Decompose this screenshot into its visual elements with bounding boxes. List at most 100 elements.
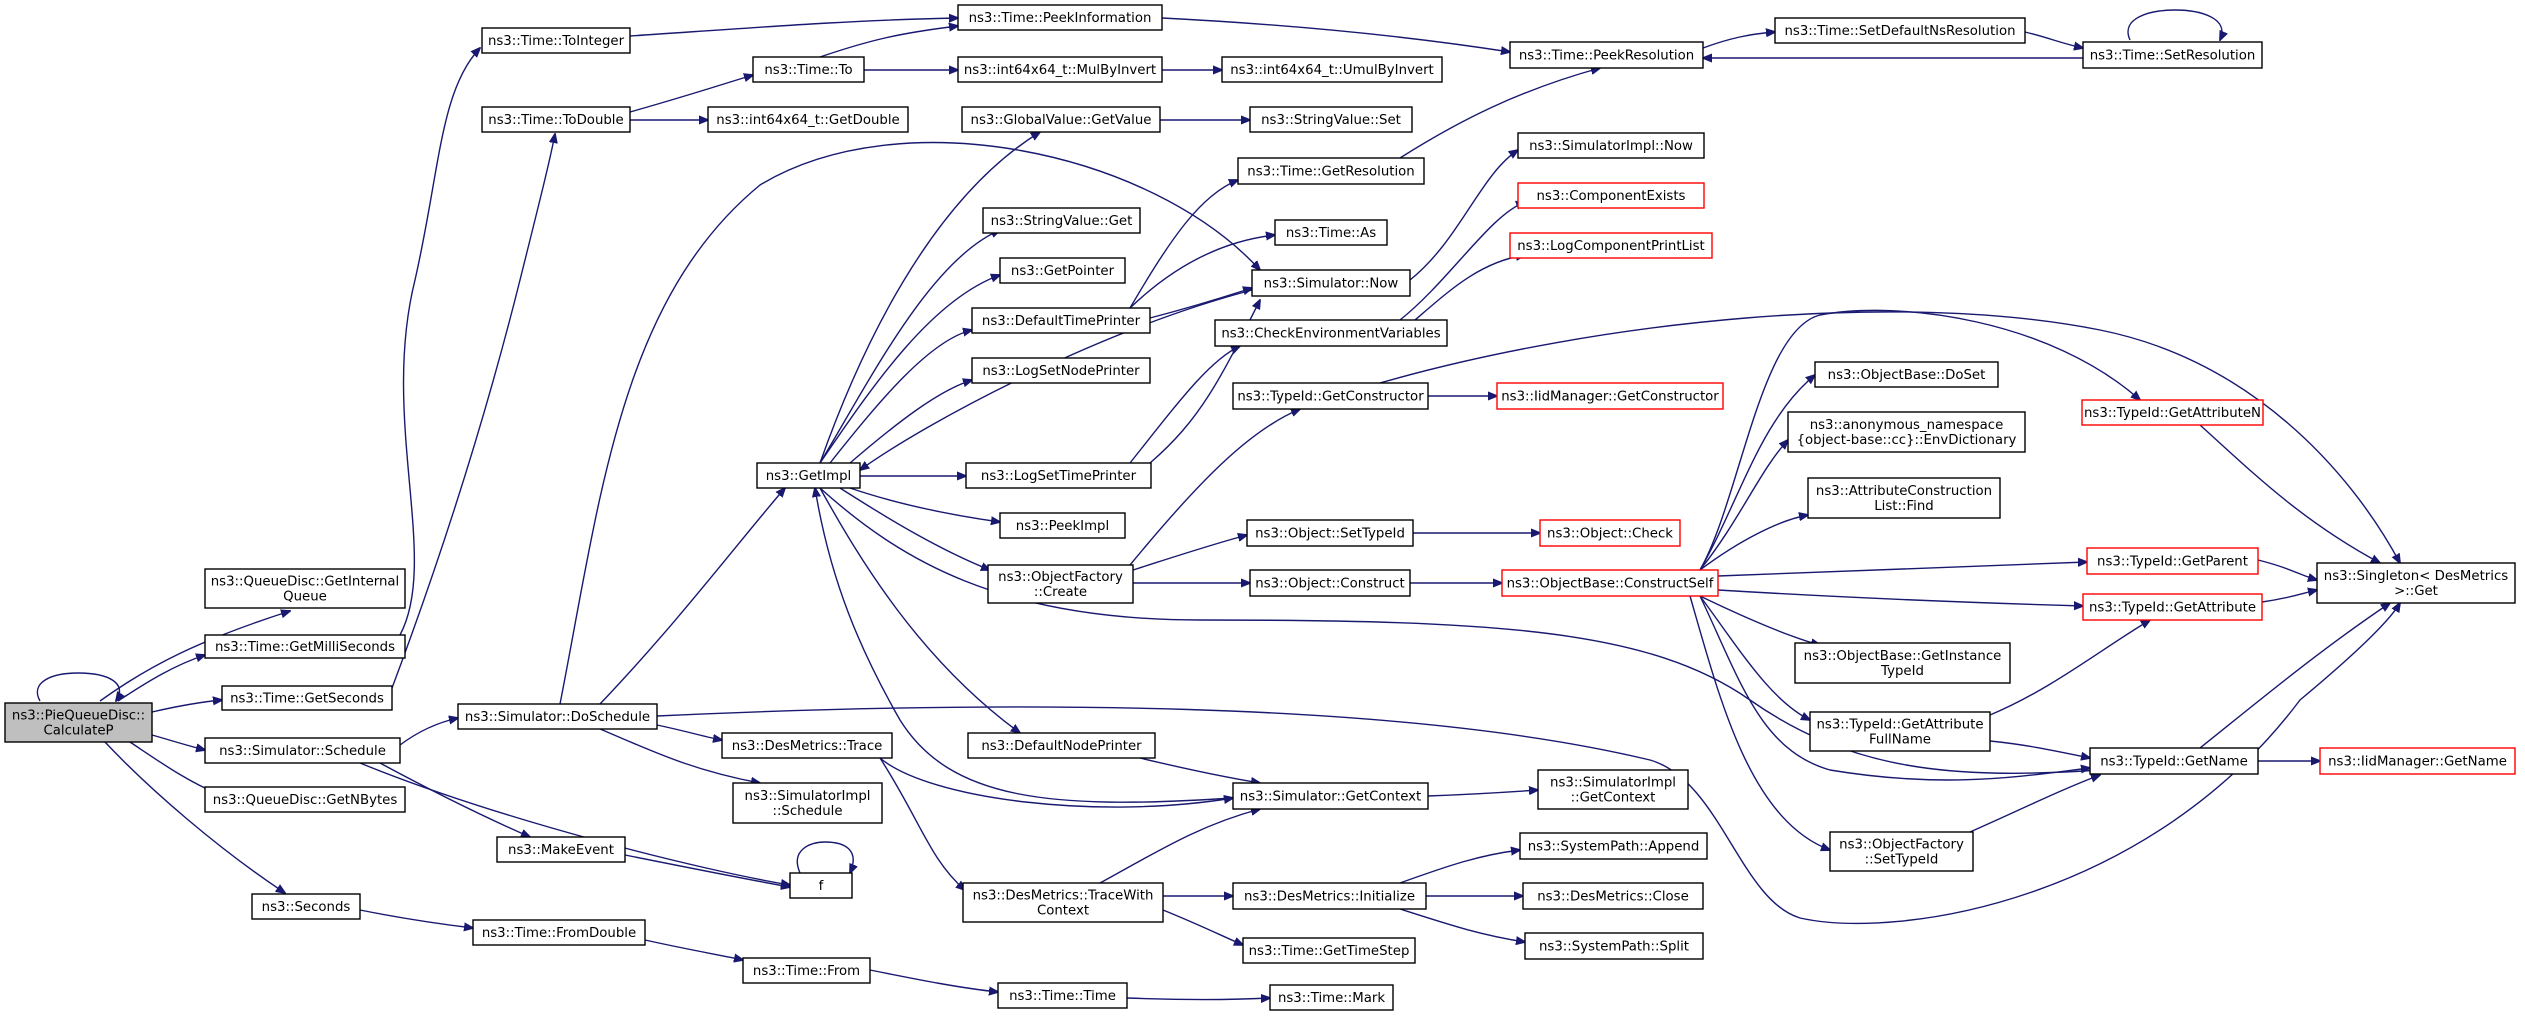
node-box[interactable]: [1501, 569, 1719, 597]
node-box[interactable]: [789, 872, 853, 899]
node-getres[interactable]: ns3::Time::GetResolution: [1237, 157, 1425, 185]
node-getnbytes[interactable]: ns3::QueueDisc::GetNBytes: [204, 786, 406, 813]
node-compexists[interactable]: ns3::ComponentExists: [1517, 182, 1705, 209]
node-box[interactable]: [2082, 41, 2263, 69]
node-box[interactable]: [707, 106, 909, 133]
node-globalget[interactable]: ns3::GlobalValue::GetValue: [961, 106, 1161, 133]
node-ofcreate[interactable]: ns3::ObjectFactory::Create: [987, 564, 1134, 604]
node-simimplnow[interactable]: ns3::SimulatorImpl::Now: [1517, 132, 1705, 159]
node-box[interactable]: [221, 685, 393, 711]
node-box[interactable]: [1829, 831, 1974, 872]
node-spappend[interactable]: ns3::SystemPath::Append: [1519, 832, 1708, 860]
node-box[interactable]: [1496, 382, 1724, 410]
node-schedule[interactable]: ns3::Simulator::Schedule: [204, 737, 401, 764]
node-box[interactable]: [496, 836, 626, 863]
node-box[interactable]: [957, 4, 1163, 31]
node-deftimeprinter[interactable]: ns3::DefaultTimePrinter: [971, 307, 1151, 334]
node-settypeid[interactable]: ns3::Object::SetTypeId: [1246, 519, 1414, 547]
node-box[interactable]: [1232, 382, 1429, 410]
node-box[interactable]: [971, 357, 1151, 384]
node-defnodeprinter[interactable]: ns3::DefaultNodePrinter: [967, 732, 1156, 759]
node-box[interactable]: [1787, 411, 2026, 453]
node-box[interactable]: [752, 56, 865, 83]
node-todouble[interactable]: ns3::Time::ToDouble: [481, 106, 631, 133]
node-umulbyinvert[interactable]: ns3::int64x64_t::UmulByInvert: [1221, 56, 1443, 83]
node-box[interactable]: [1509, 41, 1704, 69]
node-box[interactable]: [756, 462, 861, 489]
node-box[interactable]: [732, 782, 883, 824]
node-setres[interactable]: ns3::Time::SetResolution: [2082, 41, 2263, 69]
node-box[interactable]: [1232, 782, 1429, 810]
node-box[interactable]: [1246, 519, 1414, 547]
node-box[interactable]: [982, 207, 1141, 234]
node-box[interactable]: [965, 462, 1152, 489]
node-iidgetctor[interactable]: ns3::IidManager::GetConstructor: [1496, 382, 1724, 410]
node-dminit[interactable]: ns3::DesMetrics::Initialize: [1232, 882, 1427, 910]
node-box[interactable]: [1517, 182, 1705, 209]
node-getparent[interactable]: ns3::TypeId::GetParent: [2086, 547, 2259, 575]
node-box[interactable]: [1232, 882, 1427, 910]
node-getimpl[interactable]: ns3::GetImpl: [756, 462, 861, 489]
node-box[interactable]: [999, 512, 1126, 539]
node-box[interactable]: [967, 732, 1156, 759]
node-box[interactable]: [1274, 219, 1388, 246]
node-dmtrace[interactable]: ns3::DesMetrics::Trace: [721, 732, 893, 759]
node-getpointer[interactable]: ns3::GetPointer: [999, 257, 1126, 284]
node-strset[interactable]: ns3::StringValue::Set: [1249, 106, 1413, 133]
node-box[interactable]: [1809, 711, 1991, 752]
node-box[interactable]: [1242, 937, 1416, 964]
node-box[interactable]: [2316, 562, 2516, 604]
node-fromdouble[interactable]: ns3::Time::FromDouble: [472, 919, 646, 946]
node-box[interactable]: [1519, 832, 1708, 860]
node-box[interactable]: [204, 568, 406, 609]
node-lognodeprinter[interactable]: ns3::LogSetNodePrinter: [971, 357, 1151, 384]
node-box[interactable]: [481, 106, 631, 133]
node-box[interactable]: [999, 257, 1126, 284]
node-box[interactable]: [961, 106, 1161, 133]
node-strget[interactable]: ns3::StringValue::Get: [982, 207, 1141, 234]
node-box[interactable]: [971, 307, 1151, 334]
node-peekres[interactable]: ns3::Time::PeekResolution: [1509, 41, 1704, 69]
node-tointeger[interactable]: ns3::Time::ToInteger: [481, 27, 631, 54]
node-time[interactable]: ns3::Time::Time: [997, 982, 1128, 1009]
node-getdouble[interactable]: ns3::int64x64_t::GetDouble: [707, 106, 909, 133]
node-getseconds[interactable]: ns3::Time::GetSeconds: [221, 685, 393, 711]
node-box[interactable]: [1539, 519, 1681, 547]
node-box[interactable]: [457, 703, 658, 730]
node-box[interactable]: [481, 27, 631, 54]
node-dmclose[interactable]: ns3::DesMetrics::Close: [1522, 882, 1704, 910]
node-box[interactable]: [204, 786, 406, 813]
node-simimplctx[interactable]: ns3::SimulatorImpl::GetContext: [1537, 769, 1689, 810]
node-constructself[interactable]: ns3::ObjectBase::ConstructSelf: [1501, 569, 1719, 597]
node-makeevent[interactable]: ns3::MakeEvent: [496, 836, 626, 863]
node-simnow[interactable]: ns3::Simulator::Now: [1251, 269, 1411, 297]
node-box[interactable]: [204, 634, 406, 659]
node-peekinfo[interactable]: ns3::Time::PeekInformation: [957, 4, 1163, 31]
node-mulbyinvert[interactable]: ns3::int64x64_t::MulByInvert: [957, 56, 1163, 83]
node-box[interactable]: [742, 957, 871, 984]
node-box[interactable]: [1251, 269, 1411, 297]
node-box[interactable]: [2319, 747, 2516, 775]
node-box[interactable]: [1807, 477, 2001, 519]
node-checkenv[interactable]: ns3::CheckEnvironmentVariables: [1214, 319, 1448, 347]
node-objcheck[interactable]: ns3::Object::Check: [1539, 519, 1681, 547]
node-box[interactable]: [1814, 361, 1999, 388]
node-peekimpl[interactable]: ns3::PeekImpl: [999, 512, 1126, 539]
node-box[interactable]: [204, 737, 401, 764]
node-box[interactable]: [1524, 932, 1704, 960]
node-box[interactable]: [721, 732, 893, 759]
node-box[interactable]: [1537, 769, 1689, 810]
node-singleton[interactable]: ns3::Singleton< DesMetrics>::Get: [2316, 562, 2516, 604]
node-box[interactable]: [957, 56, 1163, 83]
node-box[interactable]: [962, 882, 1164, 923]
node-getname[interactable]: ns3::TypeId::GetName: [2089, 747, 2259, 775]
node-box[interactable]: [1221, 56, 1443, 83]
node-root[interactable]: ns3::PieQueueDisc::CalculateP: [4, 702, 153, 743]
node-box[interactable]: [251, 893, 361, 920]
node-box[interactable]: [1794, 642, 2011, 684]
node-box[interactable]: [1509, 232, 1713, 259]
